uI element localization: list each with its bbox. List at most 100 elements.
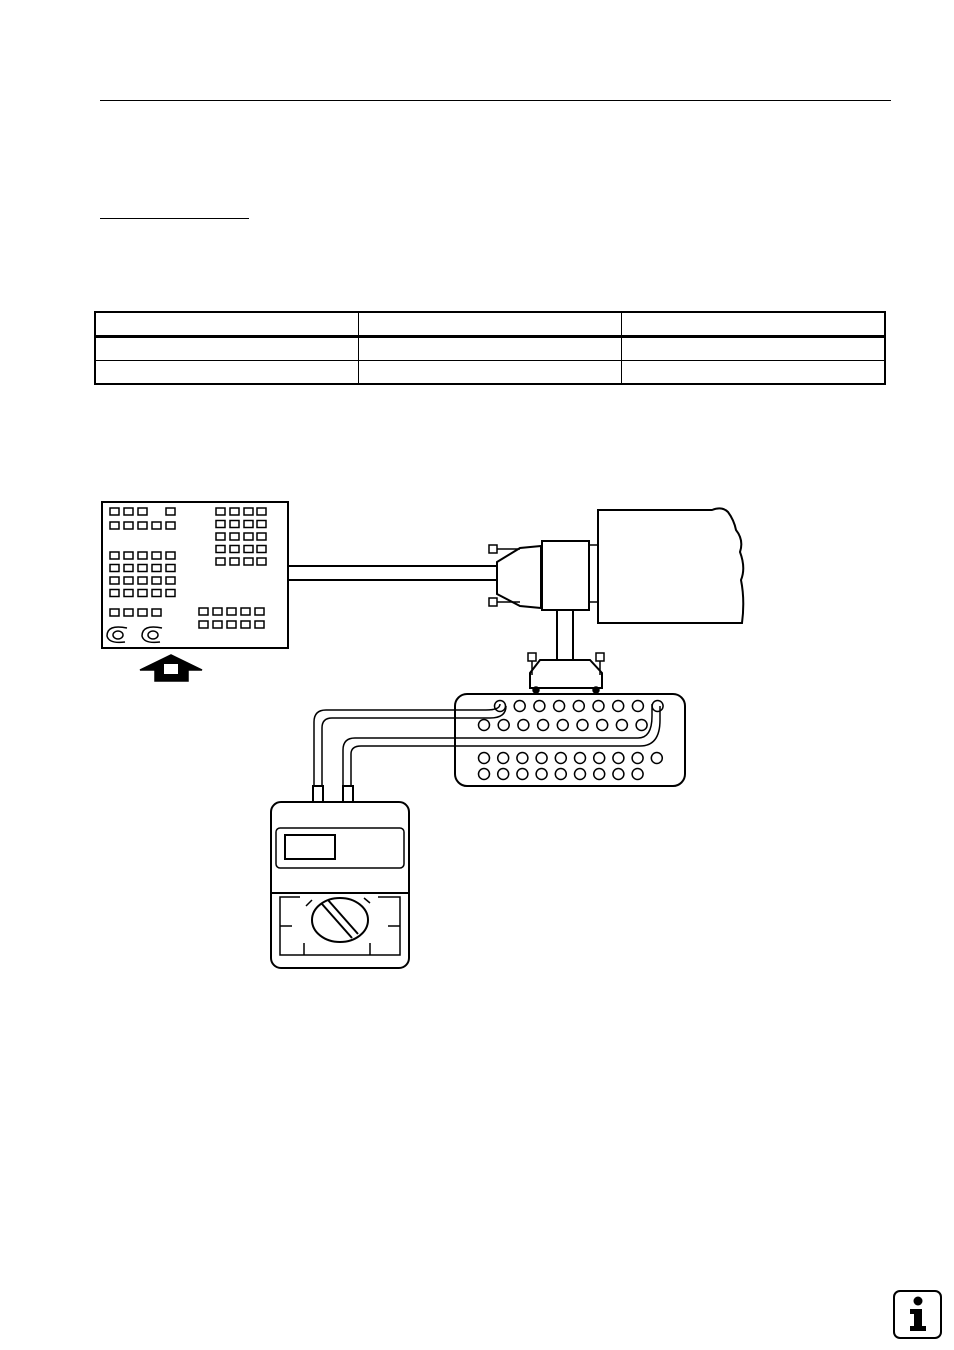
keypad-panel (101, 501, 289, 649)
keypad-key (256, 519, 267, 529)
jack (536, 718, 550, 732)
keypad-key (215, 557, 226, 566)
keypad-key (165, 521, 176, 530)
jack (573, 767, 587, 781)
keypad-key (151, 576, 162, 585)
jack (615, 718, 629, 732)
multimeter-display (284, 834, 336, 860)
up-arrow-icon (139, 654, 203, 682)
keypad-key (215, 544, 226, 554)
keypad-key (240, 607, 251, 616)
keypad-key (165, 588, 176, 598)
jack (477, 751, 491, 765)
keypad-key (137, 576, 148, 585)
knob-icon (106, 626, 128, 644)
keypad-key (165, 576, 176, 585)
top-rule (100, 100, 891, 101)
keypad-key (229, 519, 240, 529)
keypad-key (151, 521, 162, 530)
keypad-key (151, 608, 162, 617)
keypad-key (212, 620, 223, 629)
keypad-key (198, 620, 209, 629)
wiring-diagram (101, 501, 745, 969)
keypad-key (109, 588, 120, 598)
keypad-key (137, 551, 148, 560)
jack (496, 751, 510, 765)
keypad-key (123, 551, 134, 560)
machine-unit (597, 507, 745, 624)
jack (592, 767, 606, 781)
info-icon[interactable] (893, 1290, 942, 1339)
breakout-cable (556, 610, 574, 660)
multimeter-dial[interactable] (311, 897, 369, 943)
jack (651, 699, 664, 713)
jack (533, 699, 546, 713)
keypad-key (123, 588, 134, 598)
side-connector (488, 540, 598, 611)
jack (592, 699, 605, 713)
keypad-key (137, 521, 148, 530)
jack (611, 699, 625, 713)
jack (595, 718, 609, 732)
jack (497, 718, 510, 732)
keypad-key (151, 588, 162, 598)
keypad-key (109, 551, 120, 560)
keypad-key (254, 620, 265, 629)
keypad-key (165, 563, 176, 573)
jack (612, 767, 625, 781)
jack (592, 751, 606, 765)
table-header-row (94, 311, 886, 338)
keypad-key (243, 544, 254, 554)
keypad-key (109, 507, 120, 516)
keypad-key (123, 507, 134, 516)
table-cell (357, 336, 623, 361)
keypad-body (101, 501, 289, 649)
keypad-key (243, 557, 254, 566)
jack (535, 767, 548, 781)
keypad-key (215, 507, 226, 516)
keypad-key (123, 563, 134, 573)
section-heading-underline (100, 218, 249, 219)
keypad-key (109, 608, 120, 617)
keypad-key (151, 563, 162, 573)
jack (535, 751, 548, 765)
table-cell (621, 336, 886, 361)
jack (516, 767, 529, 781)
table-cell (357, 311, 623, 338)
table-row (94, 360, 886, 385)
jack (612, 751, 625, 765)
jack (554, 767, 568, 781)
table-cell (94, 336, 359, 361)
keypad-key (212, 607, 223, 616)
keypad-key (229, 544, 240, 554)
keypad-key (198, 607, 209, 616)
keypad-key (229, 507, 240, 516)
keypad-key (256, 544, 267, 554)
jack (572, 699, 586, 713)
panel-cable (288, 565, 497, 581)
table-row (94, 336, 886, 361)
knob-icon (147, 630, 159, 640)
jack (631, 751, 644, 765)
keypad-key (123, 608, 134, 617)
keypad-key (137, 588, 148, 598)
keypad-key (256, 532, 267, 541)
jack (552, 699, 566, 713)
keypad-key (243, 507, 254, 516)
keypad-key (226, 620, 237, 629)
keypad-key (229, 532, 240, 541)
keypad-key (165, 551, 176, 560)
keypad-key (109, 576, 120, 585)
keypad-key (151, 551, 162, 560)
breakout-box (454, 693, 686, 787)
table-cell (621, 311, 886, 338)
multimeter (270, 785, 410, 969)
knob-icon (112, 630, 124, 640)
knob-icon (141, 626, 163, 644)
keypad-key (215, 532, 226, 541)
jack (554, 751, 568, 765)
jack (513, 699, 526, 713)
probe-leads (313, 703, 661, 787)
jack (477, 767, 491, 781)
keypad-key (256, 507, 267, 516)
